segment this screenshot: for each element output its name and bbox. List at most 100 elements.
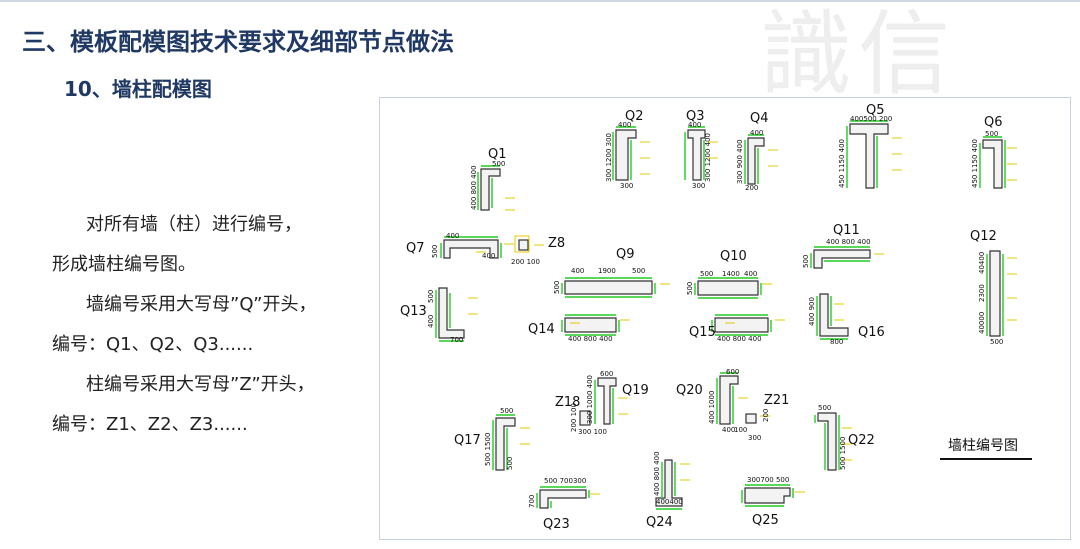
wall-shape-q7: [443, 239, 499, 259]
label-q1: Q1: [488, 147, 507, 162]
body-line-5: 柱编号采用大写母”Z”开头，: [86, 374, 315, 395]
formwork-q14: [561, 314, 620, 336]
dim-q20-top: 600: [726, 368, 739, 376]
note-marks-3: [468, 297, 844, 445]
dim-q12-bottom: 40000: [978, 312, 986, 334]
dim-q19-side: 300 1000 400: [586, 375, 594, 424]
dim-q10-left: 500: [700, 270, 713, 278]
label-q15: Q15: [689, 325, 716, 340]
dim-q17-inner: 500: [506, 457, 514, 470]
wall-shape-q12: [989, 250, 1001, 337]
dim-q3-side: 300 1200 400: [704, 133, 712, 182]
body-line-2: 形成墙柱编号图。: [52, 254, 196, 275]
dim-q17-side: 500 1500: [484, 433, 492, 466]
dim-q10-right: 400: [744, 270, 757, 278]
label-q11: Q11: [833, 223, 860, 238]
formwork-q9: [561, 277, 656, 298]
formwork-q7: [440, 236, 502, 258]
drawing-canvas: Q1 Q2 Q3 Q4 Q5 Q6 Q7 Z8 Q9 Q10 Q11 Q12 Q…: [400, 103, 1032, 532]
dim-q13-bottom: 700: [450, 336, 463, 344]
dim-q12-base: 500: [990, 338, 1003, 346]
dim-q1-side: 400 800 400: [470, 165, 478, 210]
dim-q17-top: 500: [500, 407, 513, 415]
dim-z18-bottom: 300 100: [578, 428, 607, 436]
formwork-q16: [816, 296, 848, 340]
body-line-6: 编号：Z1、Z2、Z3......: [52, 414, 248, 435]
body-text: 对所有墙（柱）进行编号， 形成墙柱编号图。 墙编号采用大写母”Q”开头， 编号：…: [52, 205, 382, 445]
wall-shape-q22: [817, 412, 837, 471]
dim-q3-top: 400: [688, 121, 701, 129]
dim-q16-bottom: 800: [830, 338, 843, 346]
wall-shape-q5: [849, 123, 889, 189]
dim-q4-side: 300 900 400: [736, 139, 744, 184]
label-q25: Q25: [752, 513, 779, 528]
formwork-q25: [741, 484, 794, 507]
wall-shape-q19: [597, 377, 617, 425]
label-z8: Z8: [548, 236, 565, 251]
dim-q4-top: 400: [750, 129, 763, 137]
dim-q13-top: 500: [427, 290, 435, 303]
dim-z8: 200 100: [511, 258, 540, 266]
formwork-q12: [986, 254, 1004, 336]
wall-shape-q6: [982, 139, 1003, 189]
dim-q11-side: 500: [802, 255, 810, 268]
formwork-q20: [716, 372, 738, 424]
wall-shape-q2: [615, 129, 637, 181]
dim-z21-bottom: 300: [748, 434, 761, 442]
wall-shape-q4: [747, 137, 765, 185]
wall-shape-q10: [697, 280, 759, 296]
dim-q2-top: 400: [618, 121, 631, 129]
formwork-q15: [711, 314, 772, 336]
dim-q13-mid: 400: [427, 315, 435, 328]
page-title: 三、模板配模图技术要求及细部节点做法: [22, 28, 454, 56]
note-marks-2: [476, 243, 1017, 321]
dim-q6-top: 500: [985, 130, 998, 138]
label-q22: Q22: [848, 433, 875, 448]
wall-shape-q20: [719, 375, 739, 425]
dim-q16-side: 400 900: [808, 297, 816, 326]
dim-q24-side: 400 800 400: [653, 451, 661, 496]
dim-q2-bottom: 300: [620, 182, 633, 190]
wall-shape-q16: [819, 293, 849, 337]
dim-q5-side: 450 1150 400: [838, 139, 846, 188]
label-q5: Q5: [866, 103, 885, 118]
dim-q12-top: 40400: [978, 252, 986, 274]
dim-q9-left: 400: [571, 267, 584, 275]
dim-q9-right: 500: [632, 267, 645, 275]
note-marks-1: [505, 137, 1017, 211]
label-q23: Q23: [543, 517, 570, 532]
formwork-q24: [656, 462, 682, 510]
dim-q10-side: 500: [686, 282, 694, 295]
dim-q7-left: 400: [446, 232, 459, 240]
label-q10: Q10: [720, 249, 747, 264]
formwork-q10: [694, 277, 762, 299]
label-q2: Q2: [625, 109, 644, 124]
dim-q24-base: 400400: [656, 498, 683, 506]
wall-shape-q1: [480, 168, 501, 211]
body-line-3: 墙编号采用大写母”Q”开头，: [86, 294, 317, 315]
label-z18: Z18: [555, 395, 580, 410]
dim-q6-side: 450 1150 400: [971, 139, 979, 188]
wall-shape-q15: [714, 317, 769, 333]
dim-q23-side: 700: [528, 495, 536, 508]
dim-z21-left: 100: [734, 426, 747, 434]
label-q20: Q20: [676, 383, 703, 398]
dim-z18-side: 200 100: [570, 403, 578, 432]
label-q9: Q9: [616, 247, 635, 262]
formwork-q11: [810, 246, 870, 268]
label-q24: Q24: [646, 515, 673, 530]
wall-shape-q9: [564, 280, 653, 295]
dim-q10-mid: 1400: [722, 270, 740, 278]
dim-q20-bottom: 400: [722, 426, 735, 434]
wall-shape-q25: [744, 487, 791, 504]
formwork-q4: [744, 134, 764, 184]
wall-shape-q13: [438, 287, 465, 339]
formwork-q2: [612, 126, 636, 180]
dim-q4-bottom: 200: [745, 184, 758, 192]
column-note-z8: [514, 235, 530, 253]
body-line-1: 对所有墙（柱）进行编号，: [86, 214, 302, 235]
dim-q12-mid: 2300: [978, 284, 986, 302]
formwork-q22: [814, 415, 840, 470]
label-q6: Q6: [984, 115, 1003, 130]
formwork-q17: [492, 414, 515, 470]
